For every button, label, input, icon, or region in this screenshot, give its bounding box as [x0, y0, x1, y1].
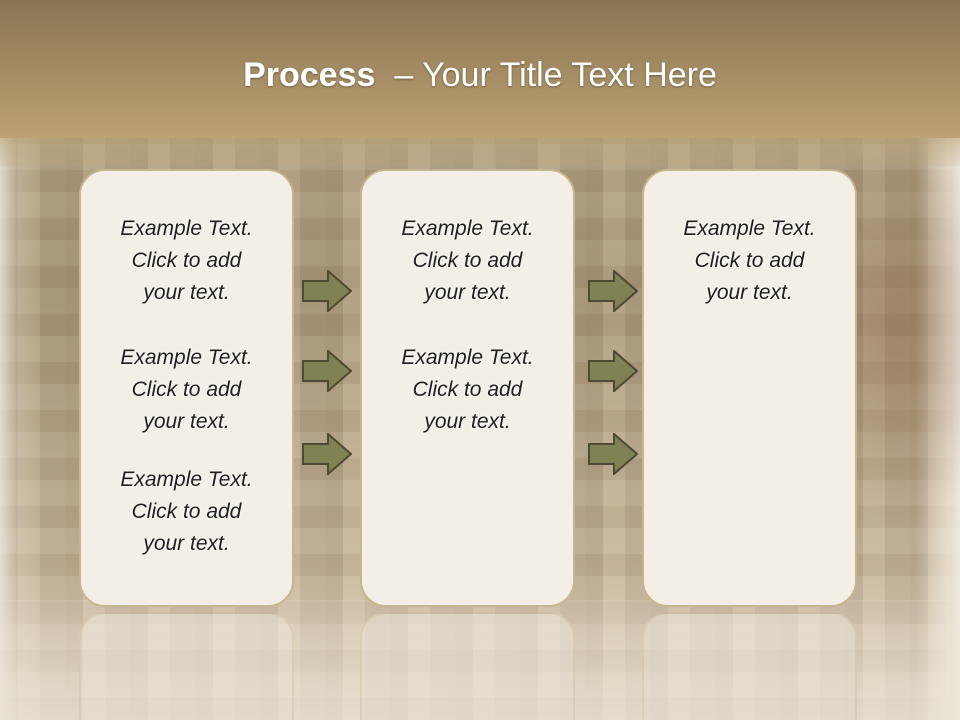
text-line: Example Text.	[120, 468, 253, 491]
text-block[interactable]: Example Text. Click to add your text.	[81, 464, 292, 560]
arrow-right-icon[interactable]	[302, 350, 352, 392]
title-rest-text: – Your Title Text Here	[394, 56, 717, 94]
slide-title[interactable]: Process – Your Title Text Here	[0, 52, 960, 98]
box-reflection	[79, 612, 294, 720]
text-line: your text.	[143, 410, 230, 433]
arrow-right-icon[interactable]	[588, 350, 638, 392]
title-bold-text: Process	[243, 56, 376, 94]
text-line: Example Text.	[401, 217, 534, 240]
text-line: Example Text.	[683, 217, 816, 240]
arrow-right-icon[interactable]	[302, 433, 352, 475]
box-reflection	[360, 612, 575, 720]
arrow-right-icon[interactable]	[588, 433, 638, 475]
text-block[interactable]: Example Text. Click to add your text.	[362, 342, 573, 438]
text-line: Example Text.	[120, 346, 253, 369]
box-reflection	[642, 612, 857, 720]
text-line: your text.	[143, 281, 230, 304]
text-line: your text.	[706, 281, 793, 304]
text-line: your text.	[143, 532, 230, 555]
text-line: Click to add	[694, 249, 805, 272]
arrow-right-icon[interactable]	[588, 270, 638, 312]
text-line: your text.	[424, 410, 511, 433]
text-line: your text.	[424, 281, 511, 304]
text-line: Example Text.	[401, 346, 534, 369]
process-box-1[interactable]: Example Text. Click to add your text. Ex…	[79, 169, 294, 607]
text-line: Click to add	[412, 378, 523, 401]
process-box-3[interactable]: Example Text. Click to add your text.	[642, 169, 857, 607]
text-block[interactable]: Example Text. Click to add your text.	[81, 213, 292, 309]
text-line: Click to add	[131, 249, 242, 272]
title-banner	[0, 0, 960, 138]
text-line: Click to add	[131, 500, 242, 523]
process-box-2[interactable]: Example Text. Click to add your text. Ex…	[360, 169, 575, 607]
text-block[interactable]: Example Text. Click to add your text.	[644, 213, 855, 309]
text-line: Click to add	[412, 249, 523, 272]
title-banner-shadow	[0, 138, 960, 166]
background-fade	[0, 600, 960, 720]
arrow-right-icon[interactable]	[302, 270, 352, 312]
text-block[interactable]: Example Text. Click to add your text.	[81, 342, 292, 438]
text-block[interactable]: Example Text. Click to add your text.	[362, 213, 573, 309]
text-line: Click to add	[131, 378, 242, 401]
text-line: Example Text.	[120, 217, 253, 240]
